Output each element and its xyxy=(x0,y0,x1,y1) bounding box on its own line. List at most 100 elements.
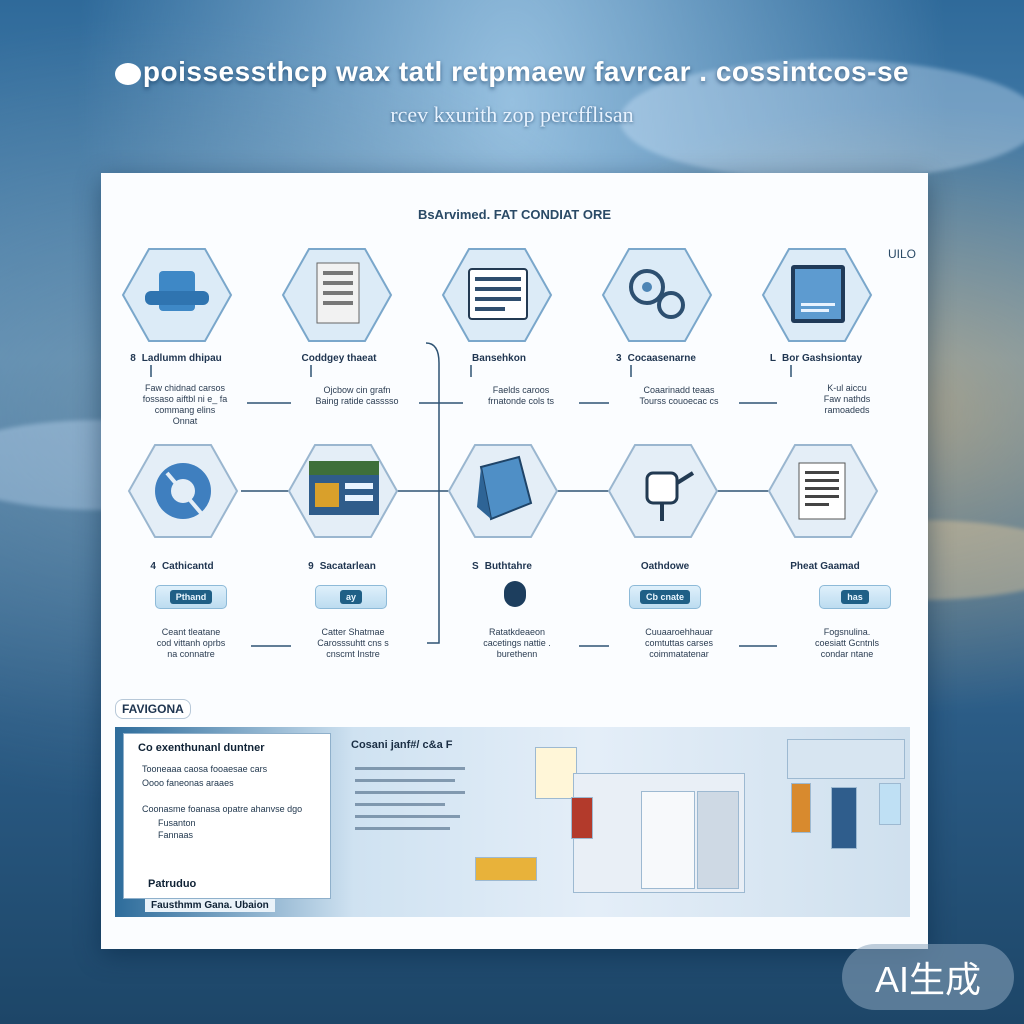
flow-node[interactable] xyxy=(121,247,233,343)
summary-line: Fusanton xyxy=(158,818,196,828)
chip-label: Pthand xyxy=(169,590,213,604)
desc-line: Carosssuhtt cns s xyxy=(317,638,389,648)
panel-corner-tag: UILO xyxy=(887,247,916,261)
desc-line: na connatre xyxy=(167,649,215,659)
summary-line: Fannaas xyxy=(158,830,194,840)
node-number: L xyxy=(769,353,777,364)
status-chip[interactable]: Cb cnate xyxy=(629,585,701,609)
background-light-streak xyxy=(620,60,1024,180)
node-label: Bansehkon xyxy=(421,353,571,364)
title-bullet-icon xyxy=(114,62,141,85)
chip-label: ay xyxy=(339,590,362,604)
status-chip[interactable]: has xyxy=(819,585,891,609)
desc-line: frnatonde cols ts xyxy=(487,396,555,406)
pin-icon xyxy=(504,581,526,607)
form-panel xyxy=(641,791,695,889)
desc-line: Faw chidnad carsos xyxy=(144,383,226,393)
flow-node[interactable] xyxy=(287,443,399,539)
desc-line: comtuttas carses xyxy=(644,638,714,648)
orange-block xyxy=(791,783,811,833)
desc-line: Fogsnulina. xyxy=(823,627,871,637)
desc-line: Tourss couoecac cs xyxy=(639,396,719,406)
ai-generated-badge: AI生成 xyxy=(842,944,1014,1010)
illustration-strip: Co exenthunanl duntner Tooneaaa caosa fo… xyxy=(115,727,910,917)
flow-node[interactable] xyxy=(601,247,713,343)
document-text-line xyxy=(355,827,450,830)
desc-line: coimmatatenar xyxy=(649,649,709,659)
node-label-text: Buthtahre xyxy=(484,561,532,572)
node-label-text: Ladlumm dhipau xyxy=(141,353,222,364)
page-title: poissessthcp wax tatl retpmaew favrcar .… xyxy=(0,56,1024,88)
plant-shelf xyxy=(787,739,905,779)
red-block xyxy=(571,797,593,839)
node-label-text: Sacatarlean xyxy=(319,561,376,572)
section-label: FAVIGONA xyxy=(115,699,191,719)
desc-line: cod vittanh oprbs xyxy=(156,638,226,648)
document-text-line xyxy=(355,767,465,770)
status-chip[interactable]: ay xyxy=(315,585,387,609)
summary-card-footer: Patruduo xyxy=(148,878,197,890)
desc-line: coesiatt Gcntnls xyxy=(814,638,880,648)
desc-line: condar ntane xyxy=(820,649,874,659)
desc-line: Ojcbow cin grafn xyxy=(323,385,391,395)
desc-line: cacetings nattie . xyxy=(483,638,551,648)
header: poissessthcp wax tatl retpmaew favrcar .… xyxy=(0,56,1024,128)
flow-node[interactable] xyxy=(767,443,879,539)
desc-line: Coaarinadd teaas xyxy=(643,385,715,395)
document-text-line xyxy=(355,815,460,818)
desc-line: K-ul aiccu xyxy=(827,383,867,393)
flow-node[interactable] xyxy=(281,247,393,343)
node-label-text: Oathdowe xyxy=(640,561,690,572)
node-number: 8 xyxy=(130,353,136,364)
flow-node[interactable] xyxy=(761,247,873,343)
side-panel xyxy=(697,791,739,889)
node-label: Pheat Gaamad xyxy=(747,561,897,572)
flow-node[interactable] xyxy=(127,443,239,539)
flow-node[interactable] xyxy=(447,443,559,539)
summary-card[interactable]: Co exenthunanl duntner Tooneaaa caosa fo… xyxy=(123,733,331,899)
flow-node[interactable] xyxy=(607,443,719,539)
node-label: 9 Sacatarlean xyxy=(267,561,417,572)
node-number: 9 xyxy=(308,561,314,572)
summary-line: Coonasme foanasa opatre ahanvse dgo xyxy=(142,804,303,814)
status-chip[interactable]: Pthand xyxy=(155,585,227,609)
desc-line: Onnat xyxy=(172,416,198,426)
document-text-line xyxy=(355,791,465,794)
strip-caption: Fausthmm Gana. Ubaion xyxy=(145,899,275,912)
desc-line: Faw nathds xyxy=(823,394,871,404)
node-label: 8 Ladlumm dhipau xyxy=(101,353,251,364)
gauge-icon xyxy=(879,783,901,825)
node-label-text: Cathicantd xyxy=(161,561,214,572)
desc-line: fossaso aiftbl ni e_ fa xyxy=(142,394,228,404)
desc-line: ramoadeds xyxy=(824,405,870,415)
node-number: 3 xyxy=(616,353,622,364)
document-text-line xyxy=(355,779,455,782)
document-text-line xyxy=(355,803,445,806)
document-panel-title: Cosani janf#/ c&a F xyxy=(351,739,453,751)
node-label-text: Pheat Gaamad xyxy=(790,561,860,572)
flow-node[interactable] xyxy=(441,247,553,343)
page-title-text: poissessthcp wax tatl retpmaew favrcar .… xyxy=(142,56,910,87)
page-subtitle: rcev kxurith zop percfflisan xyxy=(390,102,634,127)
summary-card-title: Co exenthunanl duntner xyxy=(138,742,265,754)
node-label-text: Bor Gashsiontay xyxy=(782,353,863,364)
node-label: S Buthtahre xyxy=(427,561,577,572)
node-number: S xyxy=(472,561,479,572)
desc-line: Faelds caroos xyxy=(492,385,550,395)
desc-line: commang elins xyxy=(154,405,216,415)
desc-line: Ceant tleatane xyxy=(161,627,221,637)
node-label-text: Coddgey thaeat xyxy=(301,353,377,364)
node-label: Oathdowe xyxy=(587,561,737,572)
desc-line: Ratatkdeaeon xyxy=(488,627,546,637)
node-label: Coddgey thaeat xyxy=(261,353,411,364)
desc-line: Cuuaaroehhauar xyxy=(645,627,713,637)
